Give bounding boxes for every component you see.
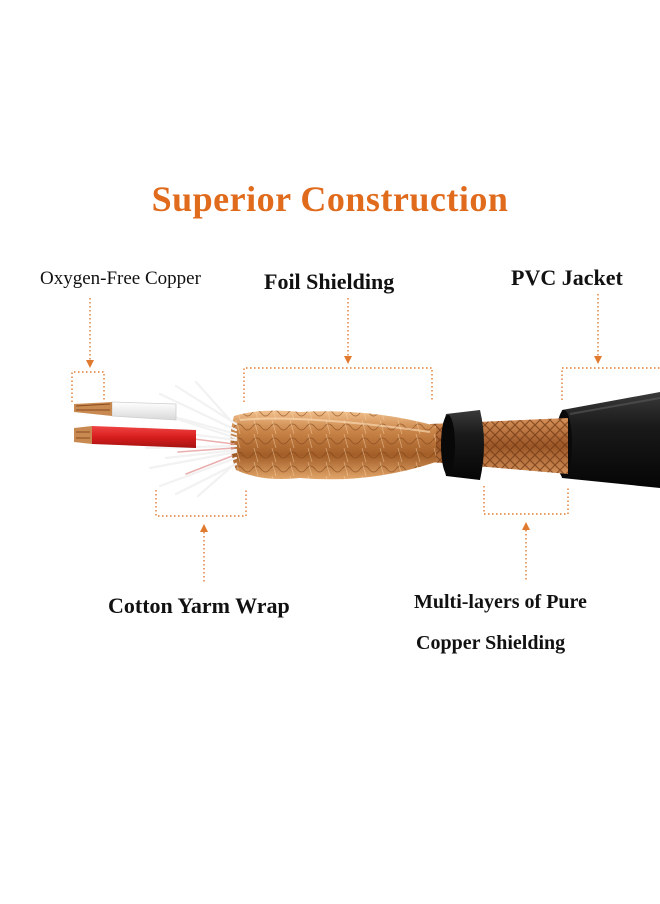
bracket-cotton-wrap [155, 490, 247, 517]
white-conductor [111, 401, 177, 421]
pvc-jacket-shape [557, 392, 660, 488]
leader-arrows [86, 356, 602, 532]
label-cotton-wrap: Cotton Yarm Wrap [108, 593, 290, 618]
bracket-copper-shielding [483, 486, 569, 515]
red-conductor [92, 426, 196, 448]
bracket-oxygen-free-copper [71, 371, 105, 402]
bracket-foil-shielding [243, 367, 433, 402]
label-copper-shielding-line1: Multi-layers of Pure [414, 591, 587, 613]
label-foil-shielding: Foil Shielding [264, 269, 395, 294]
label-copper-shielding-line2: Copper Shielding [416, 632, 566, 654]
bare-copper-lower [74, 426, 92, 444]
bracket-pvc-jacket [561, 367, 660, 400]
page-title: Superior Construction [151, 179, 509, 219]
label-pvc-jacket: PVC Jacket [511, 265, 623, 290]
label-oxygen-free-copper: Oxygen-Free Copper [40, 268, 201, 289]
leader-lines [71, 294, 660, 584]
